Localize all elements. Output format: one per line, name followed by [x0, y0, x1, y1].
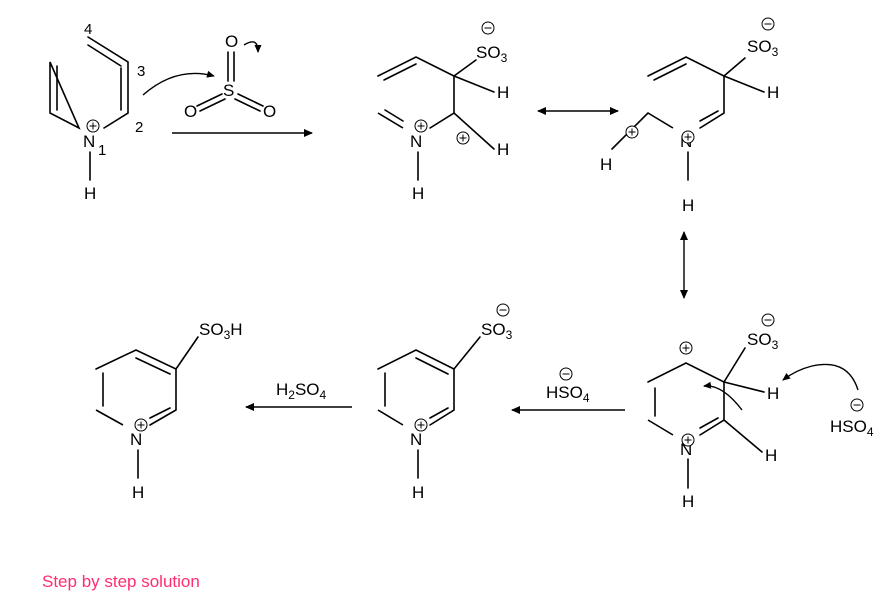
- hydrogen-atom: H: [497, 140, 509, 159]
- positive-charge-icon: [414, 418, 428, 432]
- curved-electron-arrow: [703, 381, 743, 411]
- sigma-complex-2: N H H H SO3: [600, 17, 779, 215]
- positive-charge-icon: [134, 418, 148, 432]
- nitrogen-atom: N: [83, 132, 95, 151]
- negative-charge-icon: [761, 313, 775, 327]
- sigma-complex-1: N H H H SO3: [377, 21, 509, 203]
- positive-charge-icon: [679, 341, 693, 355]
- negative-charge-icon: [559, 367, 573, 381]
- nitrogen-atom: N: [410, 430, 422, 449]
- pyridinium-3-sulfonate: N H SO3: [377, 303, 513, 502]
- sulfonate-group: SO3: [476, 43, 508, 65]
- hydrogen-atom: H: [412, 483, 424, 502]
- hydrogen-atom: H: [767, 83, 779, 102]
- positive-charge-icon: [681, 433, 695, 447]
- sulfur-trioxide-reagent: S O O O: [184, 32, 276, 121]
- positive-charge-icon: [414, 119, 428, 133]
- hydrogen-atom: H: [765, 446, 777, 465]
- position-2-label: 2: [135, 119, 143, 136]
- hydrogen-atom: H: [132, 483, 144, 502]
- sulfonate-group: SO3: [747, 37, 779, 59]
- negative-charge-icon: [761, 17, 775, 31]
- sulfonate-group: SO3: [747, 330, 779, 352]
- sulfuric-acid-label: H2SO4: [276, 380, 327, 402]
- sulfonate-group: SO3: [481, 320, 513, 342]
- positive-charge-icon: [456, 131, 470, 145]
- pyridinium-3-sulfonic-acid: N H SO3H: [95, 320, 243, 502]
- hydrogen-atom: H: [767, 384, 779, 403]
- negative-charge-icon: [481, 21, 495, 35]
- bisulfate-label: HSO4: [546, 383, 590, 405]
- hydrogen-atom: H: [497, 83, 509, 102]
- nitrogen-atom: N: [130, 430, 142, 449]
- negative-charge-icon: [496, 303, 510, 317]
- hydrogen-atom: H: [84, 184, 96, 203]
- pyridinium-reactant: 4 3 2 N 1 H: [49, 21, 145, 203]
- sulfonic-acid-group: SO3H: [199, 320, 243, 342]
- bisulfate-label: HSO4: [830, 417, 874, 439]
- hydrogen-atom: H: [600, 155, 612, 174]
- position-3-label: 3: [137, 63, 145, 80]
- oxygen-atom: O: [225, 32, 238, 51]
- curved-electron-arrow: [782, 363, 859, 391]
- nitrogen-atom: N: [410, 132, 422, 151]
- positive-charge-icon: [681, 130, 695, 144]
- bisulfate-byproduct: HSO4: [546, 367, 590, 405]
- oxygen-atom: O: [184, 102, 197, 121]
- positive-charge-icon: [86, 119, 100, 133]
- hydrogen-atom: H: [682, 196, 694, 215]
- sigma-complex-3: N H H H SO3: [647, 313, 779, 511]
- bisulfate-base: HSO4: [782, 363, 874, 439]
- positive-charge-icon: [625, 125, 639, 139]
- hydrogen-atom: H: [412, 184, 424, 203]
- position-1-label: 1: [98, 142, 106, 159]
- curved-electron-arrow: [142, 70, 215, 96]
- sulfur-atom: S: [223, 81, 234, 100]
- position-4-label: 4: [84, 21, 92, 38]
- caption: Step by step solution: [42, 572, 200, 591]
- hydrogen-atom: H: [682, 492, 694, 511]
- oxygen-atom: O: [263, 102, 276, 121]
- negative-charge-icon: [850, 398, 864, 412]
